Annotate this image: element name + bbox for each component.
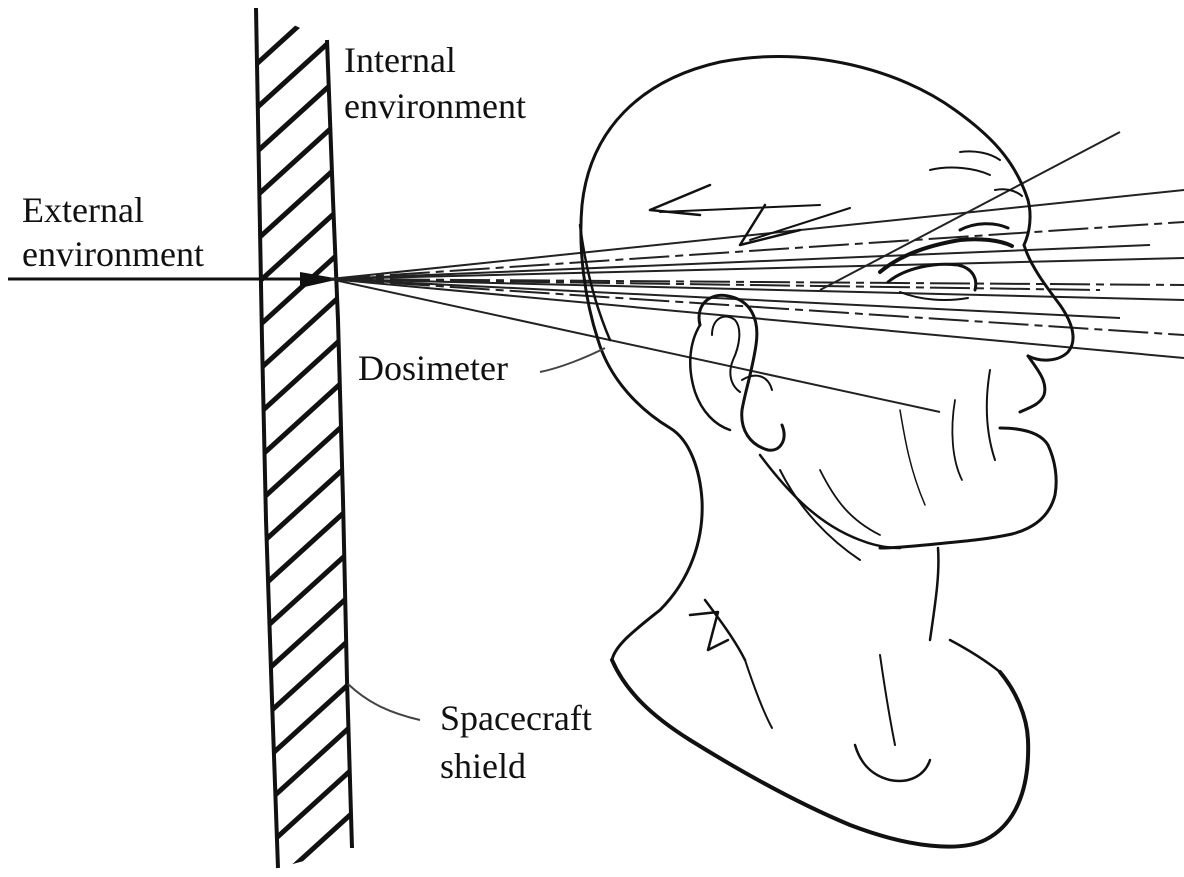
spacecraft-shield-wall [250, 0, 360, 872]
shield-hatch-line [250, 718, 360, 818]
shield-hatch-line [250, 630, 360, 730]
external-environment-label: External [22, 186, 144, 234]
spacecraft-shield-label: Spacecraft [440, 694, 592, 742]
shield-hatch-line [250, 806, 360, 872]
human-head-icon [580, 57, 1073, 847]
shield-hatch-line [250, 146, 360, 246]
dosimeter-label: Dosimeter [358, 344, 508, 392]
internal-environment-label-line2: environment [344, 82, 526, 130]
external-environment-label-line2: environment [22, 230, 204, 278]
shield-hatch-line [250, 322, 360, 422]
spacecraft-shield-label-line2: shield [440, 742, 526, 790]
radiation-ray [330, 222, 1184, 279]
shield-leader [348, 684, 420, 720]
shield-hatch-line [250, 762, 360, 862]
internal-environment-label: Internal [344, 36, 456, 84]
shield-hatch-line [250, 674, 360, 774]
radiation-ray [820, 132, 1120, 290]
leader-lines [348, 348, 605, 720]
dosimeter-leader [540, 348, 605, 372]
shield-hatch-line [250, 278, 360, 378]
radiation-ray [330, 190, 1184, 279]
